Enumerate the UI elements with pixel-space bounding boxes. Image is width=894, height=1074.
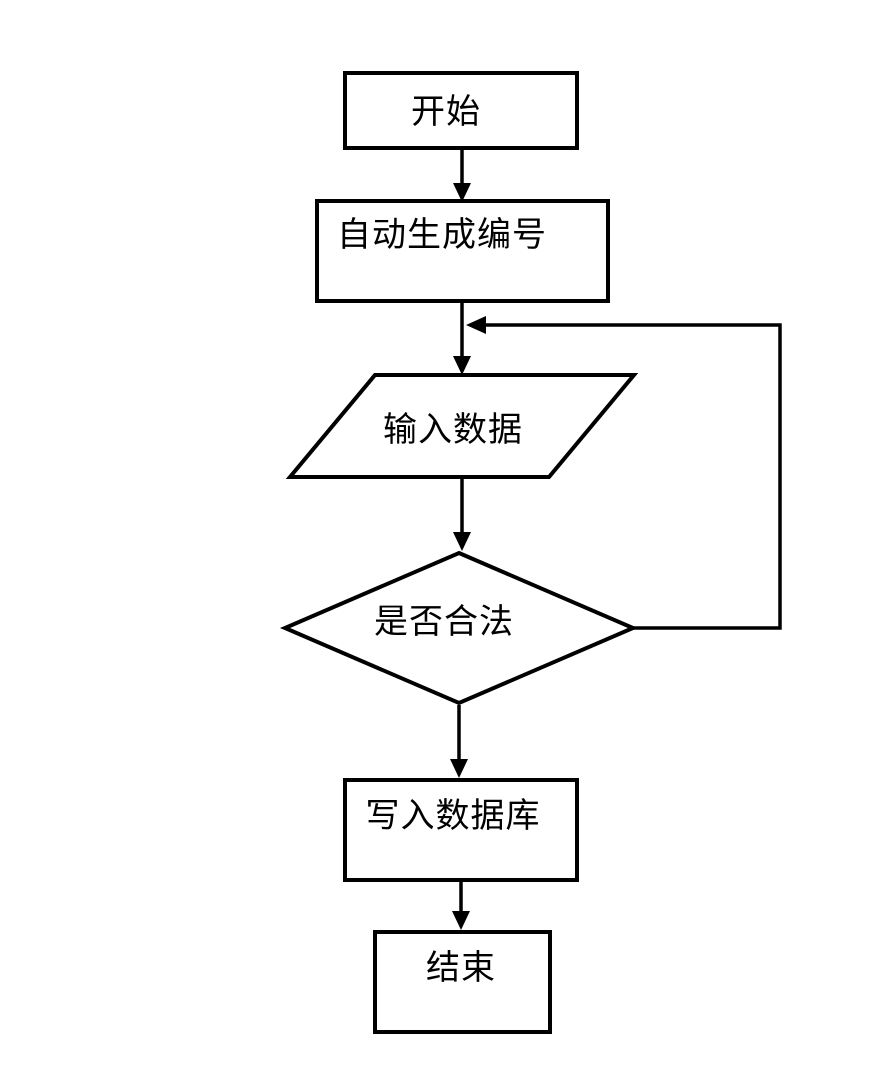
arrowhead-into-decision — [453, 532, 471, 551]
flowchart-shapes — [279, 71, 639, 1034]
edge-loop-back — [484, 323, 782, 630]
flowchart-connectors — [457, 150, 782, 916]
arrowhead-into-end — [452, 911, 470, 930]
flowchart-arrowheads — [450, 183, 486, 930]
node-write-rect — [343, 778, 579, 882]
arrowhead-into-write — [450, 759, 468, 778]
arrowhead-loop-back-left — [466, 316, 486, 334]
arrowhead-into-auto-number — [453, 183, 471, 202]
node-write-label: 写入数据库 — [366, 797, 541, 835]
node-input-parallelogram — [285, 373, 639, 479]
node-start-rect — [343, 71, 579, 150]
node-decision-label: 是否合法 — [374, 603, 514, 641]
node-start-label: 开始 — [411, 93, 481, 131]
node-auto-number-label: 自动生成编号 — [337, 216, 547, 254]
node-auto-number-rect — [315, 199, 610, 303]
node-decision-diamond — [279, 550, 639, 706]
flowchart-labels: 开始 自动生成编号 输入数据 是否合法 写入数据库 结束 — [337, 93, 547, 987]
node-end-rect — [373, 930, 552, 1034]
node-end-label: 结束 — [426, 949, 496, 987]
node-input-label: 输入数据 — [383, 411, 523, 449]
arrowhead-into-input — [453, 356, 471, 375]
